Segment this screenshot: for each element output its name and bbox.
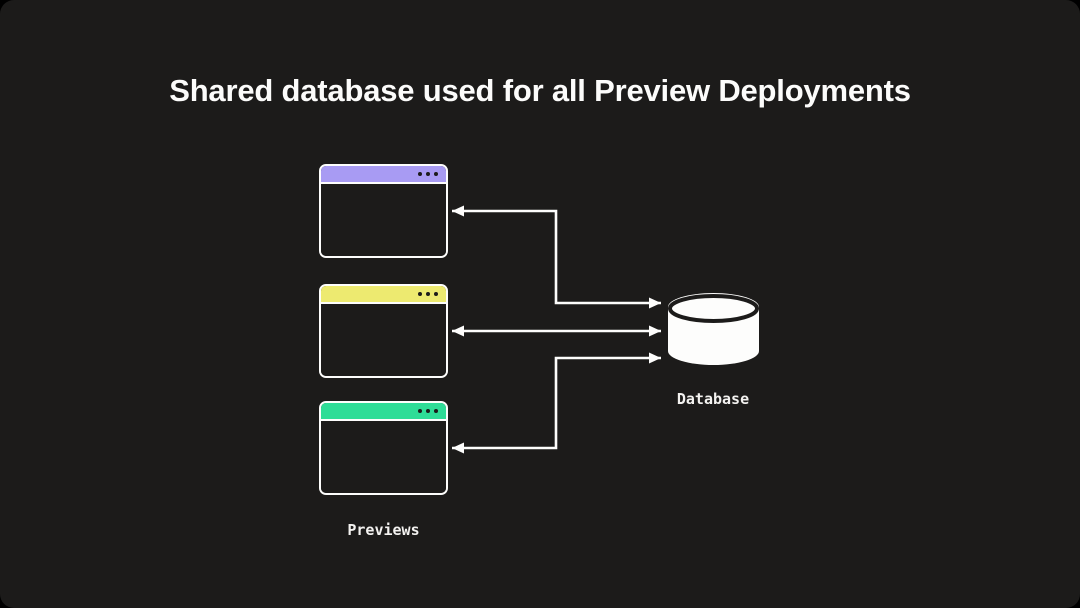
connector-db-to-preview1 — [452, 205, 661, 309]
window-content — [321, 184, 446, 256]
window-content — [321, 421, 446, 493]
database-label: Database — [676, 390, 750, 408]
database-cylinder-icon — [668, 293, 759, 365]
window-titlebar — [321, 166, 446, 184]
window-dots-icon — [417, 408, 438, 414]
page-title: Shared database used for all Preview Dep… — [169, 73, 911, 108]
preview-window-3 — [319, 401, 448, 495]
previews-label: Previews — [347, 521, 420, 539]
preview-window-1 — [319, 164, 448, 258]
preview-window-2 — [319, 284, 448, 378]
window-dots-icon — [417, 291, 438, 297]
window-titlebar — [321, 403, 446, 421]
connector-db-to-preview3 — [452, 352, 661, 454]
window-dots-icon — [417, 171, 438, 177]
window-titlebar — [321, 286, 446, 304]
window-content — [321, 304, 446, 376]
